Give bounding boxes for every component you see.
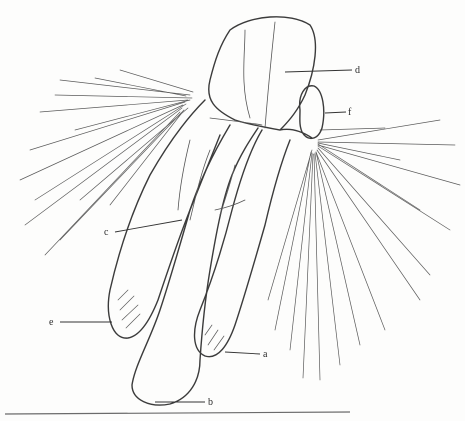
- label-b: b: [208, 397, 213, 408]
- label-d: d: [355, 65, 360, 76]
- label-f: f: [348, 107, 352, 118]
- label-a: a: [263, 349, 268, 360]
- label-e: e: [49, 317, 54, 328]
- leader-a: [225, 352, 260, 354]
- leader-c: [115, 220, 182, 232]
- right-bristle-cluster: [268, 120, 460, 380]
- label-c: c: [104, 227, 109, 238]
- leader-d: [285, 70, 352, 72]
- leader-f: [325, 112, 346, 113]
- bottom-rule: [5, 412, 350, 414]
- main-body: [108, 17, 323, 405]
